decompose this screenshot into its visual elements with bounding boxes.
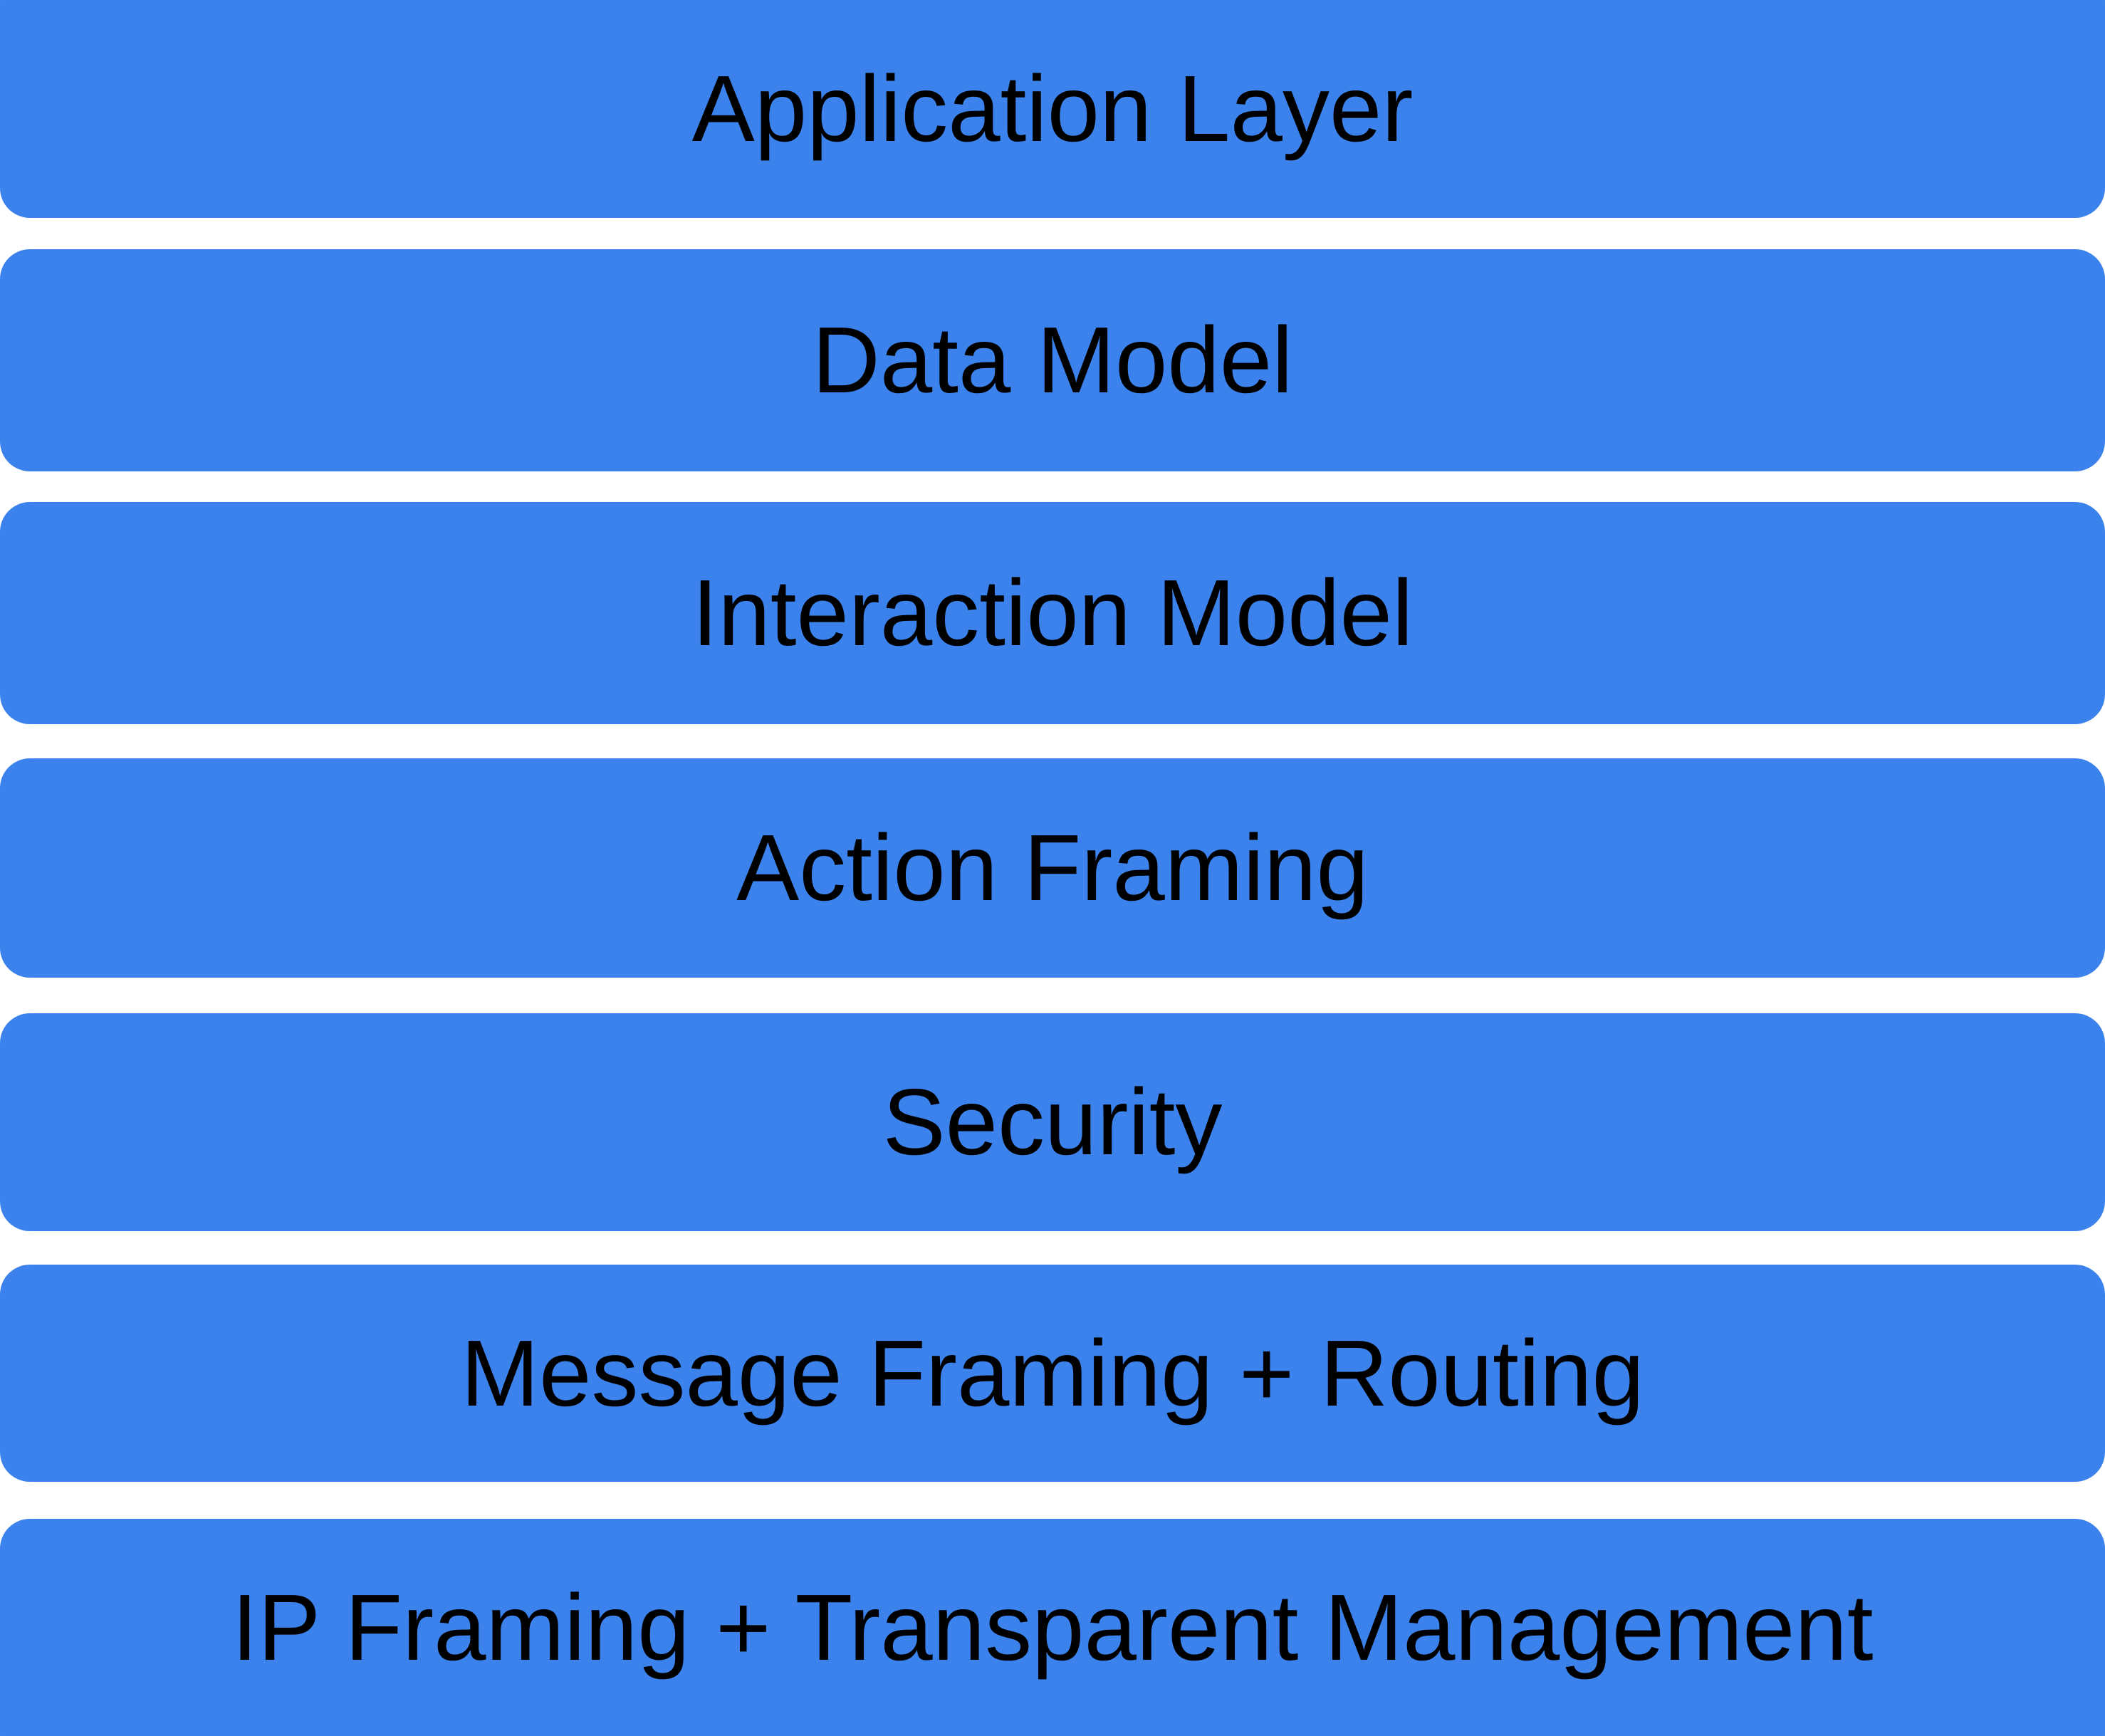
layer-bar-application-layer[interactable]: Application Layer xyxy=(0,0,2105,218)
layer-bar-message-framing-routing[interactable]: Message Framing + Routing xyxy=(0,1265,2105,1482)
layer-bar-interaction-model[interactable]: Interaction Model xyxy=(0,502,2105,724)
layer-label-interaction-model: Interaction Model xyxy=(691,560,1414,665)
layer-label-action-framing: Action Framing xyxy=(736,815,1369,920)
layer-bar-ip-framing-transparent-management[interactable]: IP Framing + Transparent Management xyxy=(0,1519,2105,1736)
layer-label-security: Security xyxy=(882,1070,1223,1174)
layer-label-ip-framing-transparent-management: IP Framing + Transparent Management xyxy=(231,1574,1874,1680)
layer-bar-security[interactable]: Security xyxy=(0,1013,2105,1231)
layer-bar-action-framing[interactable]: Action Framing xyxy=(0,758,2105,978)
layer-bar-data-model[interactable]: Data Model xyxy=(0,249,2105,471)
layer-label-application-layer: Application Layer xyxy=(691,56,1414,161)
layer-label-data-model: Data Model xyxy=(812,308,1293,412)
layer-label-message-framing-routing: Message Framing + Routing xyxy=(461,1320,1644,1426)
